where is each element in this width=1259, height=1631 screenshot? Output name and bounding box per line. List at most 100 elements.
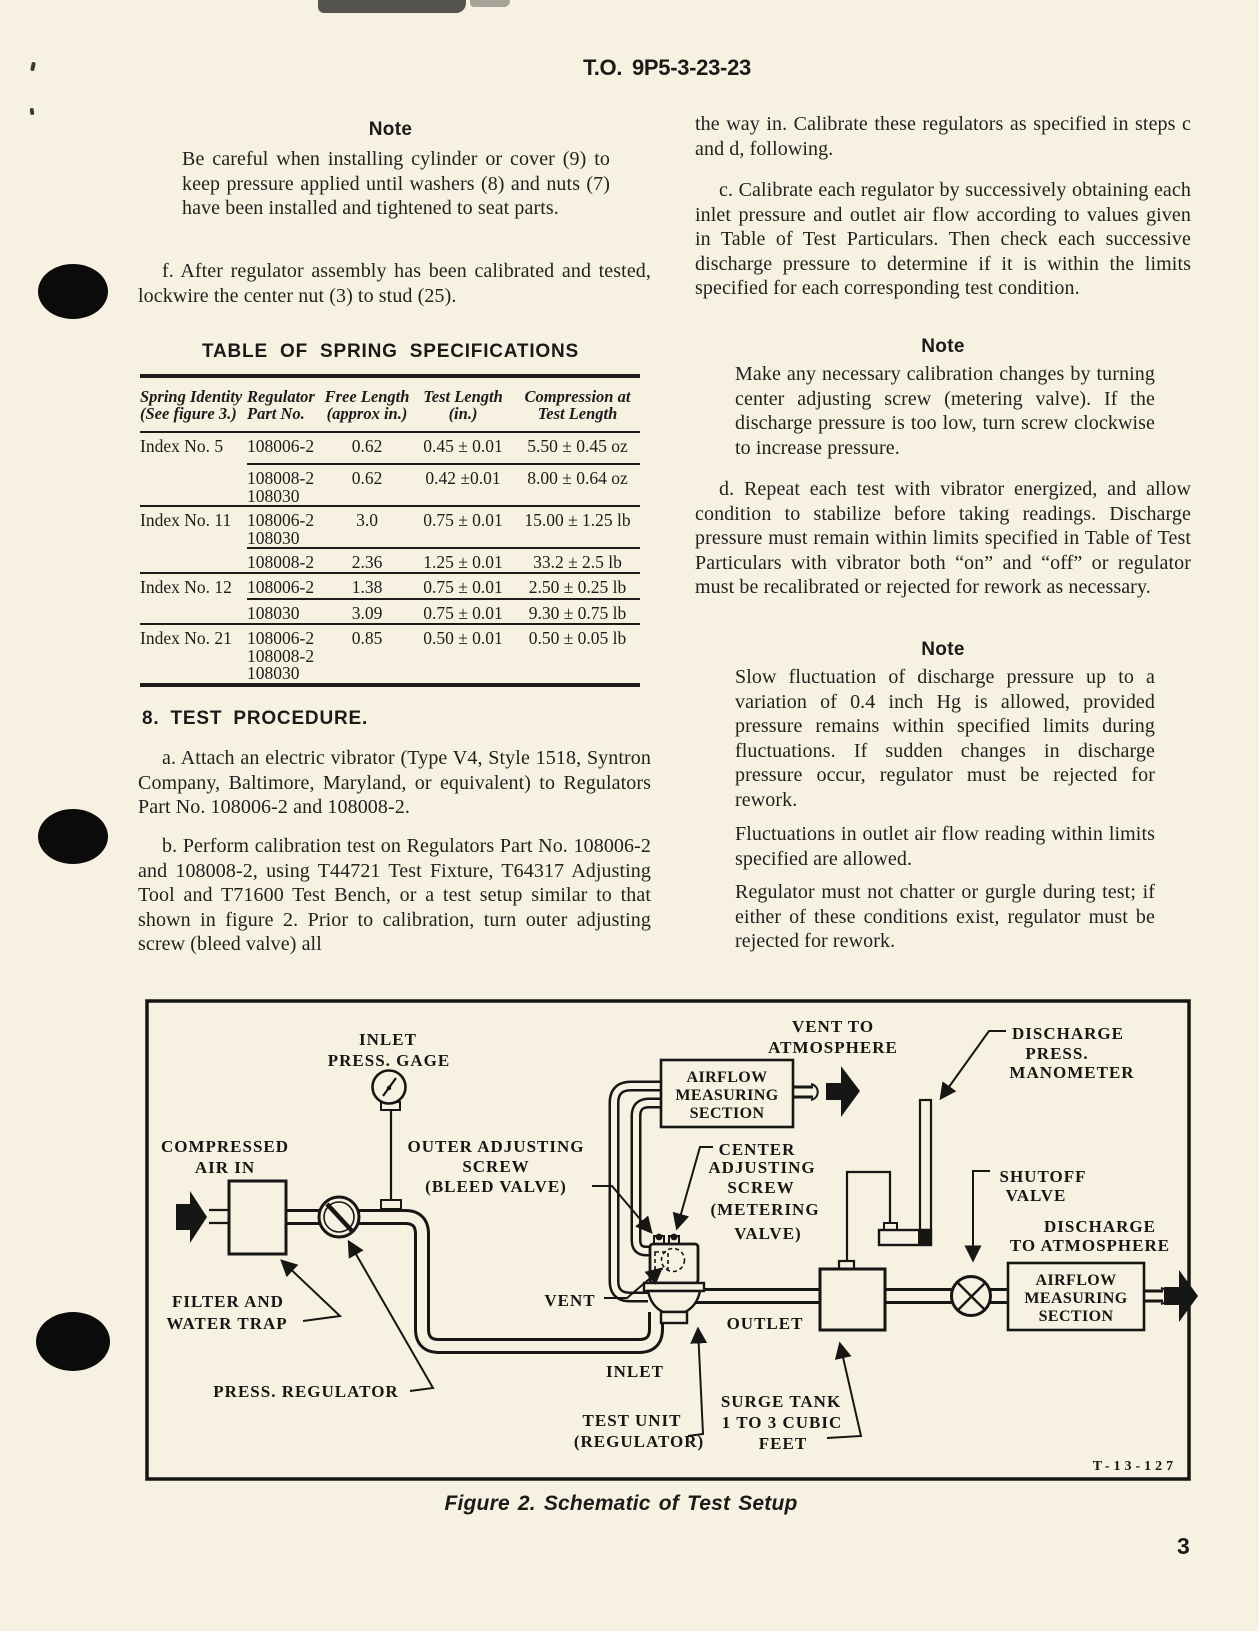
label-press-regulator: PRESS. REGULATOR (213, 1382, 398, 1401)
label-outer-adjusting-screw: SCREW (462, 1157, 529, 1176)
table-rule-top (140, 374, 640, 378)
cell-free: 3.0 (356, 510, 378, 530)
cell-comp: 2.50 ± 0.25 lb (528, 577, 627, 597)
table-row: Index No. 5 108006-2 0.62 0.45 ± 0.01 5.… (140, 433, 640, 463)
label-vent: VENT (544, 1291, 595, 1310)
col-header-spring-identity: Spring Identity (See figure 3.) (140, 387, 243, 423)
table-rule (140, 431, 640, 433)
table-rule-partial (247, 598, 640, 600)
drawing-number: T-13-127 (1093, 1459, 1177, 1474)
label-center-adjusting-screw: ADJUSTING (708, 1158, 815, 1177)
label-inlet: INLET (606, 1362, 664, 1381)
col-header-test-length: Test Length (in.) (423, 387, 503, 423)
label-center-adjusting-screw: SCREW (727, 1178, 794, 1197)
table-header-row: Spring Identity (See figure 3.) Regulato… (140, 378, 640, 431)
label-airflow-box-1: AIRFLOW (686, 1069, 767, 1086)
label-test-unit: (REGULATOR) (574, 1432, 704, 1451)
right-note2-heading: Note (921, 639, 965, 660)
paragraph-a: a. Attach an electric vibrator (Type V4,… (138, 747, 651, 819)
paragraph-c: c. Calibrate each regulator by successiv… (695, 179, 1191, 300)
label-surge-tank: 1 TO 3 CUBIC (722, 1413, 842, 1432)
cell-comp: 5.50 ± 0.45 oz (527, 436, 628, 456)
punch-hole-bottom (36, 1312, 110, 1371)
table-row: Index No. 12 108006-2 1.38 0.75 ± 0.01 2… (140, 574, 640, 598)
cell-part: 108030 (247, 603, 300, 623)
table-rule (140, 505, 640, 507)
label-filter-and-water-trap: WATER TRAP (166, 1314, 287, 1333)
table-rule-bottom (140, 682, 640, 687)
label-inlet-press-gage: PRESS. GAGE (328, 1051, 450, 1070)
right-note2-para3: Regulator must not chatter or gurgle dur… (735, 881, 1155, 953)
cell-comp: 8.00 ± 0.64 oz (527, 468, 628, 488)
cell-part: 108008-2 (247, 552, 315, 572)
label-airflow-box-2: AIRFLOW (1035, 1272, 1116, 1289)
paragraph-f: f. After regulator assembly has been cal… (138, 260, 651, 307)
label-center-adjusting-screw: (METERING (710, 1200, 819, 1219)
cell-test: 0.75 ± 0.01 (423, 577, 503, 597)
cell-comp: 33.2 ± 2.5 lb (533, 552, 622, 572)
cell-test: 0.75 ± 0.01 (423, 510, 503, 530)
label-discharge-press-manometer: MANOMETER (1009, 1063, 1134, 1082)
table-row: 108008-2 2.36 1.25 ± 0.01 33.2 ± 2.5 lb (140, 549, 640, 572)
pressure-regulator-valve (317, 1195, 361, 1239)
punch-hole-top (38, 264, 108, 319)
label-airflow-box-2: SECTION (1039, 1308, 1114, 1325)
compressed-air-arrow-icon (176, 1191, 207, 1243)
airflow-measuring-box-1 (659, 1058, 795, 1129)
cell-identity: Index No. 11 (140, 510, 232, 530)
label-airflow-box-1: SECTION (690, 1105, 765, 1122)
label-center-adjusting-screw: VALVE) (734, 1224, 801, 1243)
shutoff-valve-symbol (950, 1275, 992, 1317)
figure-caption: Figure 2. Schematic of Test Setup (444, 1492, 798, 1515)
table-title: TABLE OF SPRING SPECIFICATIONS (202, 341, 579, 362)
cell-part: 108006-2 108030 (247, 510, 315, 548)
col-header-compression: Compression at Test Length (524, 387, 631, 423)
cell-free: 0.62 (351, 468, 383, 488)
table-rule (140, 623, 640, 625)
figure-border (145, 999, 1191, 1481)
test-unit-regulator (642, 1233, 706, 1325)
cell-comp: 0.50 ± 0.05 lb (528, 628, 627, 648)
filter-water-trap-box (227, 1179, 288, 1256)
cell-part: 108008-2 108030 (247, 468, 315, 506)
cell-free: 1.38 (351, 577, 383, 597)
cell-free: 2.36 (351, 552, 383, 572)
cell-free: 0.85 (351, 628, 383, 648)
right-note2-para2: Fluctuations in outlet air flow reading … (735, 823, 1155, 870)
label-shutoff-valve: SHUTOFF (1000, 1167, 1087, 1186)
table-row: 108008-2 108030 0.62 0.42 ±0.01 8.00 ± 0… (140, 465, 640, 505)
cell-comp: 15.00 ± 1.25 lb (524, 510, 631, 530)
paragraph-b-continued: the way in. Calibrate these regulators a… (695, 113, 1191, 160)
label-surge-tank: FEET (759, 1434, 807, 1453)
label-outer-adjusting-screw: (BLEED VALVE) (425, 1177, 567, 1196)
cell-free: 0.62 (351, 436, 383, 456)
cell-identity: Index No. 12 (140, 577, 232, 597)
label-compressed-air-in: COMPRESSED (161, 1137, 289, 1156)
scan-smudge (318, 0, 466, 13)
cell-free: 3.09 (351, 603, 383, 623)
discharge-manometer (877, 1098, 933, 1247)
label-filter-and-water-trap: FILTER AND (172, 1292, 284, 1311)
right-note1-text: Make any necessary calibration changes b… (735, 363, 1155, 459)
cell-identity: Index No. 21 (140, 628, 232, 648)
surge-tank (818, 1259, 887, 1332)
label-inlet-press-gage: INLET (359, 1030, 417, 1049)
label-airflow-box-1: MEASURING (675, 1087, 778, 1104)
cell-test: 0.50 ± 0.01 (423, 628, 503, 648)
label-shutoff-valve: VALVE (1006, 1186, 1067, 1205)
cell-test: 0.75 ± 0.01 (423, 603, 503, 623)
cell-test: 0.45 ± 0.01 (423, 436, 503, 456)
table-rule-partial (247, 547, 640, 549)
cell-part: 108006-2 108008-2 108030 (247, 628, 315, 683)
spring-specifications-table: Spring Identity (See figure 3.) Regulato… (140, 374, 640, 687)
discharge-arrow-icon (1164, 1270, 1198, 1322)
left-note-heading: Note (368, 119, 413, 140)
table-row: Index No. 21 108006-2 108008-2 108030 0.… (140, 625, 640, 683)
label-surge-tank: SURGE TANK (721, 1392, 841, 1411)
airflow-measuring-box-2 (1006, 1261, 1146, 1332)
label-airflow-box-2: MEASURING (1024, 1290, 1127, 1307)
paragraph-d: d. Repeat each test with vibrator energi… (695, 478, 1191, 599)
label-discharge-press-manometer: DISCHARGE (1012, 1024, 1124, 1043)
